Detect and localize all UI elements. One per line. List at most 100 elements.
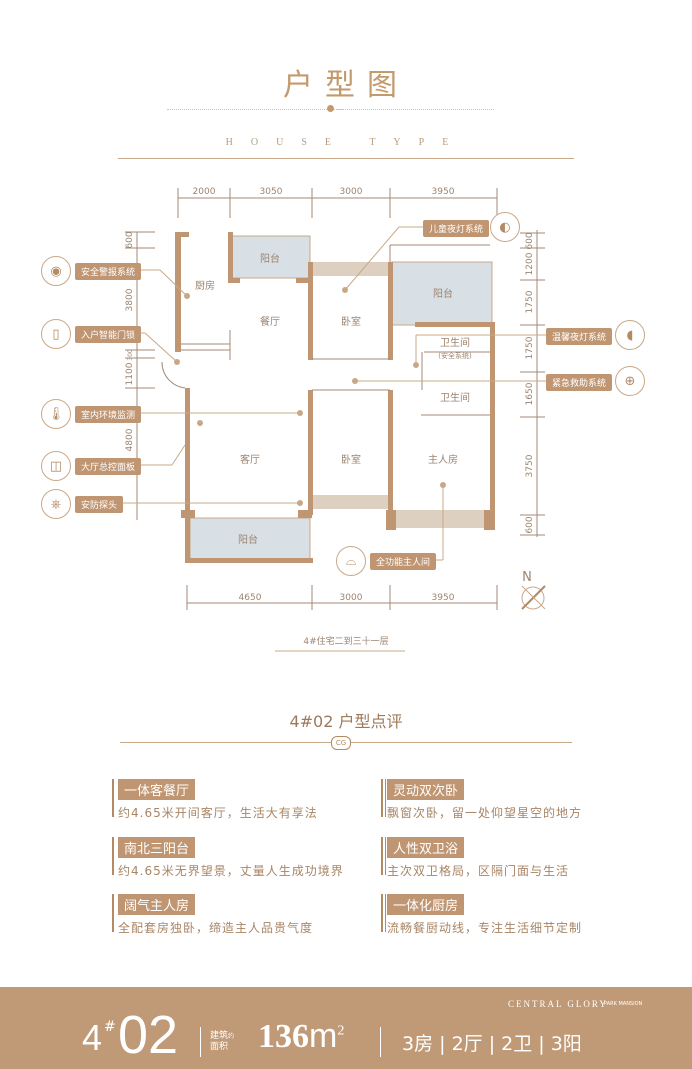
room-kitchen: 厨房 [195,279,215,292]
review-heading: 一体化厨房 [387,894,465,915]
review-item: 阔气主人房全配套房独卧，缔造主人品贵气度 [112,894,372,936]
night-light-icon: ◐ [490,212,520,242]
dim-right: 600 [525,232,535,249]
callout-env: 室内环境监测 [75,406,142,423]
brand-badge: CG [331,736,351,750]
dim-right: 600 [525,516,535,533]
dim-top: 3000 [340,187,363,197]
room-labels: 阳台 厨房 餐厅 卧室 阳台 卫生间 (安全系统) 卫生间 客厅 卧室 主人房 … [195,252,472,546]
room-living: 客厅 [240,453,260,466]
floor-plan: 2000 3050 3000 3950 4650 3000 3950 600 3… [116,187,546,652]
area-label: 建筑约面积 [210,1031,235,1052]
footer-banner: CENTRAL GLORY PARK MANSION 4 # 02 建筑约面积 … [0,987,692,1069]
bay-window [312,495,390,509]
dim-right: 1750 [525,290,535,313]
review-heading: 人性双卫浴 [387,837,465,858]
review-heading: 灵动双次卧 [387,779,465,800]
dim-bottom: 3950 [432,593,455,603]
dim-left: 600 [125,231,135,248]
balcony-bottom [189,517,311,563]
balcony-small [231,235,311,279]
bay-window [395,510,487,528]
room-balcony-right: 阳台 [433,287,453,300]
review-desc: 全配套房独卧，缔造主人品贵气度 [118,921,314,935]
review-desc: 主次双卫格局，区隔门面与生活 [387,864,570,878]
compass: N [521,570,546,610]
review-heading: 南北三阳台 [118,837,196,858]
callout-emergency: 紧急救助系统 [546,374,613,391]
area-value: 136m2 [258,1017,345,1055]
bay-window [312,262,390,276]
room-bedroom2: 卧室 [341,453,361,466]
dim-left: 300 [127,349,134,361]
dim-top: 3050 [260,187,283,197]
dim-left: 3800 [125,288,135,311]
door-lock-icon: ▯ [41,319,71,349]
dim-bottom: 4650 [239,593,262,603]
callout-lock: 入户智能门锁 [75,326,142,343]
dim-left: 1100 [125,362,135,385]
sensor-dots [174,287,446,506]
unit-no: 02 [118,1005,179,1065]
divider [167,109,343,111]
compass-north: N [522,570,532,585]
dim-right: 3750 [525,454,535,477]
review-item: 一体客餐厅约4.65米开间客厅，生活大有享法 [112,779,372,821]
building-no: 4 [82,1017,103,1058]
page-subtitle: HOUSE TYPE [225,137,467,148]
review-desc: 飘窗次卧，留一处仰望星空的地方 [387,806,583,820]
brand-name: CENTRAL GLORY [508,999,608,1009]
review-heading: 阔气主人房 [118,894,196,915]
hash: # [104,1019,116,1035]
room-bedroom1: 卧室 [341,315,361,328]
room-bath2: 卫生间 [440,391,470,404]
divider [336,109,494,110]
review-item: 一体化厨房流畅餐厨动线，专注生活细节定制 [381,894,641,936]
dim-right: 1200 [525,252,535,275]
callout-master: 全功能主人间 [370,553,437,570]
bed-icon: ⌓ [336,546,366,576]
callout-child-light: 儿童夜灯系统 [423,220,490,237]
floor-note: 4#住宅二到三十一层 [303,635,388,647]
review-item: 灵动双次卧飘窗次卧，留一处仰望星空的地方 [381,779,641,821]
review-desc: 约4.65米无界望景，丈量人生成功境界 [118,864,344,878]
location-pin-icon: ⊕ [615,366,645,396]
room-master: 主人房 [428,453,458,466]
dim-top: 2000 [193,187,216,197]
room-layout: 3房 | 2厅 | 2卫 | 3阳 [402,1033,582,1055]
callout-warm-light: 温馨夜灯系统 [546,328,613,345]
walls [175,232,495,563]
review-item: 南北三阳台约4.65米无界望景，丈量人生成功境界 [112,837,372,879]
dim-top: 3950 [432,187,455,197]
review-title: 4#02 户型点评 [289,712,403,731]
review-item: 人性双卫浴主次双卫格局，区隔门面与生活 [381,837,641,879]
interior-lines [161,244,490,416]
dim-right: 1650 [525,382,535,405]
dim-bottom: 3000 [340,593,363,603]
separator [380,1027,381,1057]
divider-dot [327,105,334,112]
review-desc: 约4.65米开间客厅，生活大有享法 [118,806,318,820]
control-panel-icon: ◫ [41,451,71,481]
alarm-icon: ◉ [41,256,71,286]
room-balcony-bottom: 阳台 [238,533,258,546]
brand-sub: PARK MANSION [604,1001,643,1007]
dim-left: 4800 [125,428,135,451]
divider [118,158,574,159]
callout-alarm: 安全警报系统 [75,263,142,280]
separator [200,1027,201,1057]
room-bath1-note: (安全系统) [438,351,472,360]
leader-lines [116,226,546,561]
camera-icon: ⎈ [41,489,71,519]
callout-panel: 大厅总控面板 [75,458,142,475]
callout-camera: 安防探头 [75,496,124,513]
room-balcony-small: 阳台 [260,252,280,265]
lamp-icon: ◖ [615,320,645,350]
room-bath1: 卫生间 [440,336,470,349]
dimension-labels: 2000 3050 3000 3950 4650 3000 3950 600 3… [125,187,535,603]
review-desc: 流畅餐厨动线，专注生活细节定制 [387,921,583,935]
page-title: 户型图 [283,68,409,103]
room-dining: 餐厅 [260,315,280,328]
review-heading: 一体客餐厅 [118,779,196,800]
balcony-right [391,261,493,326]
